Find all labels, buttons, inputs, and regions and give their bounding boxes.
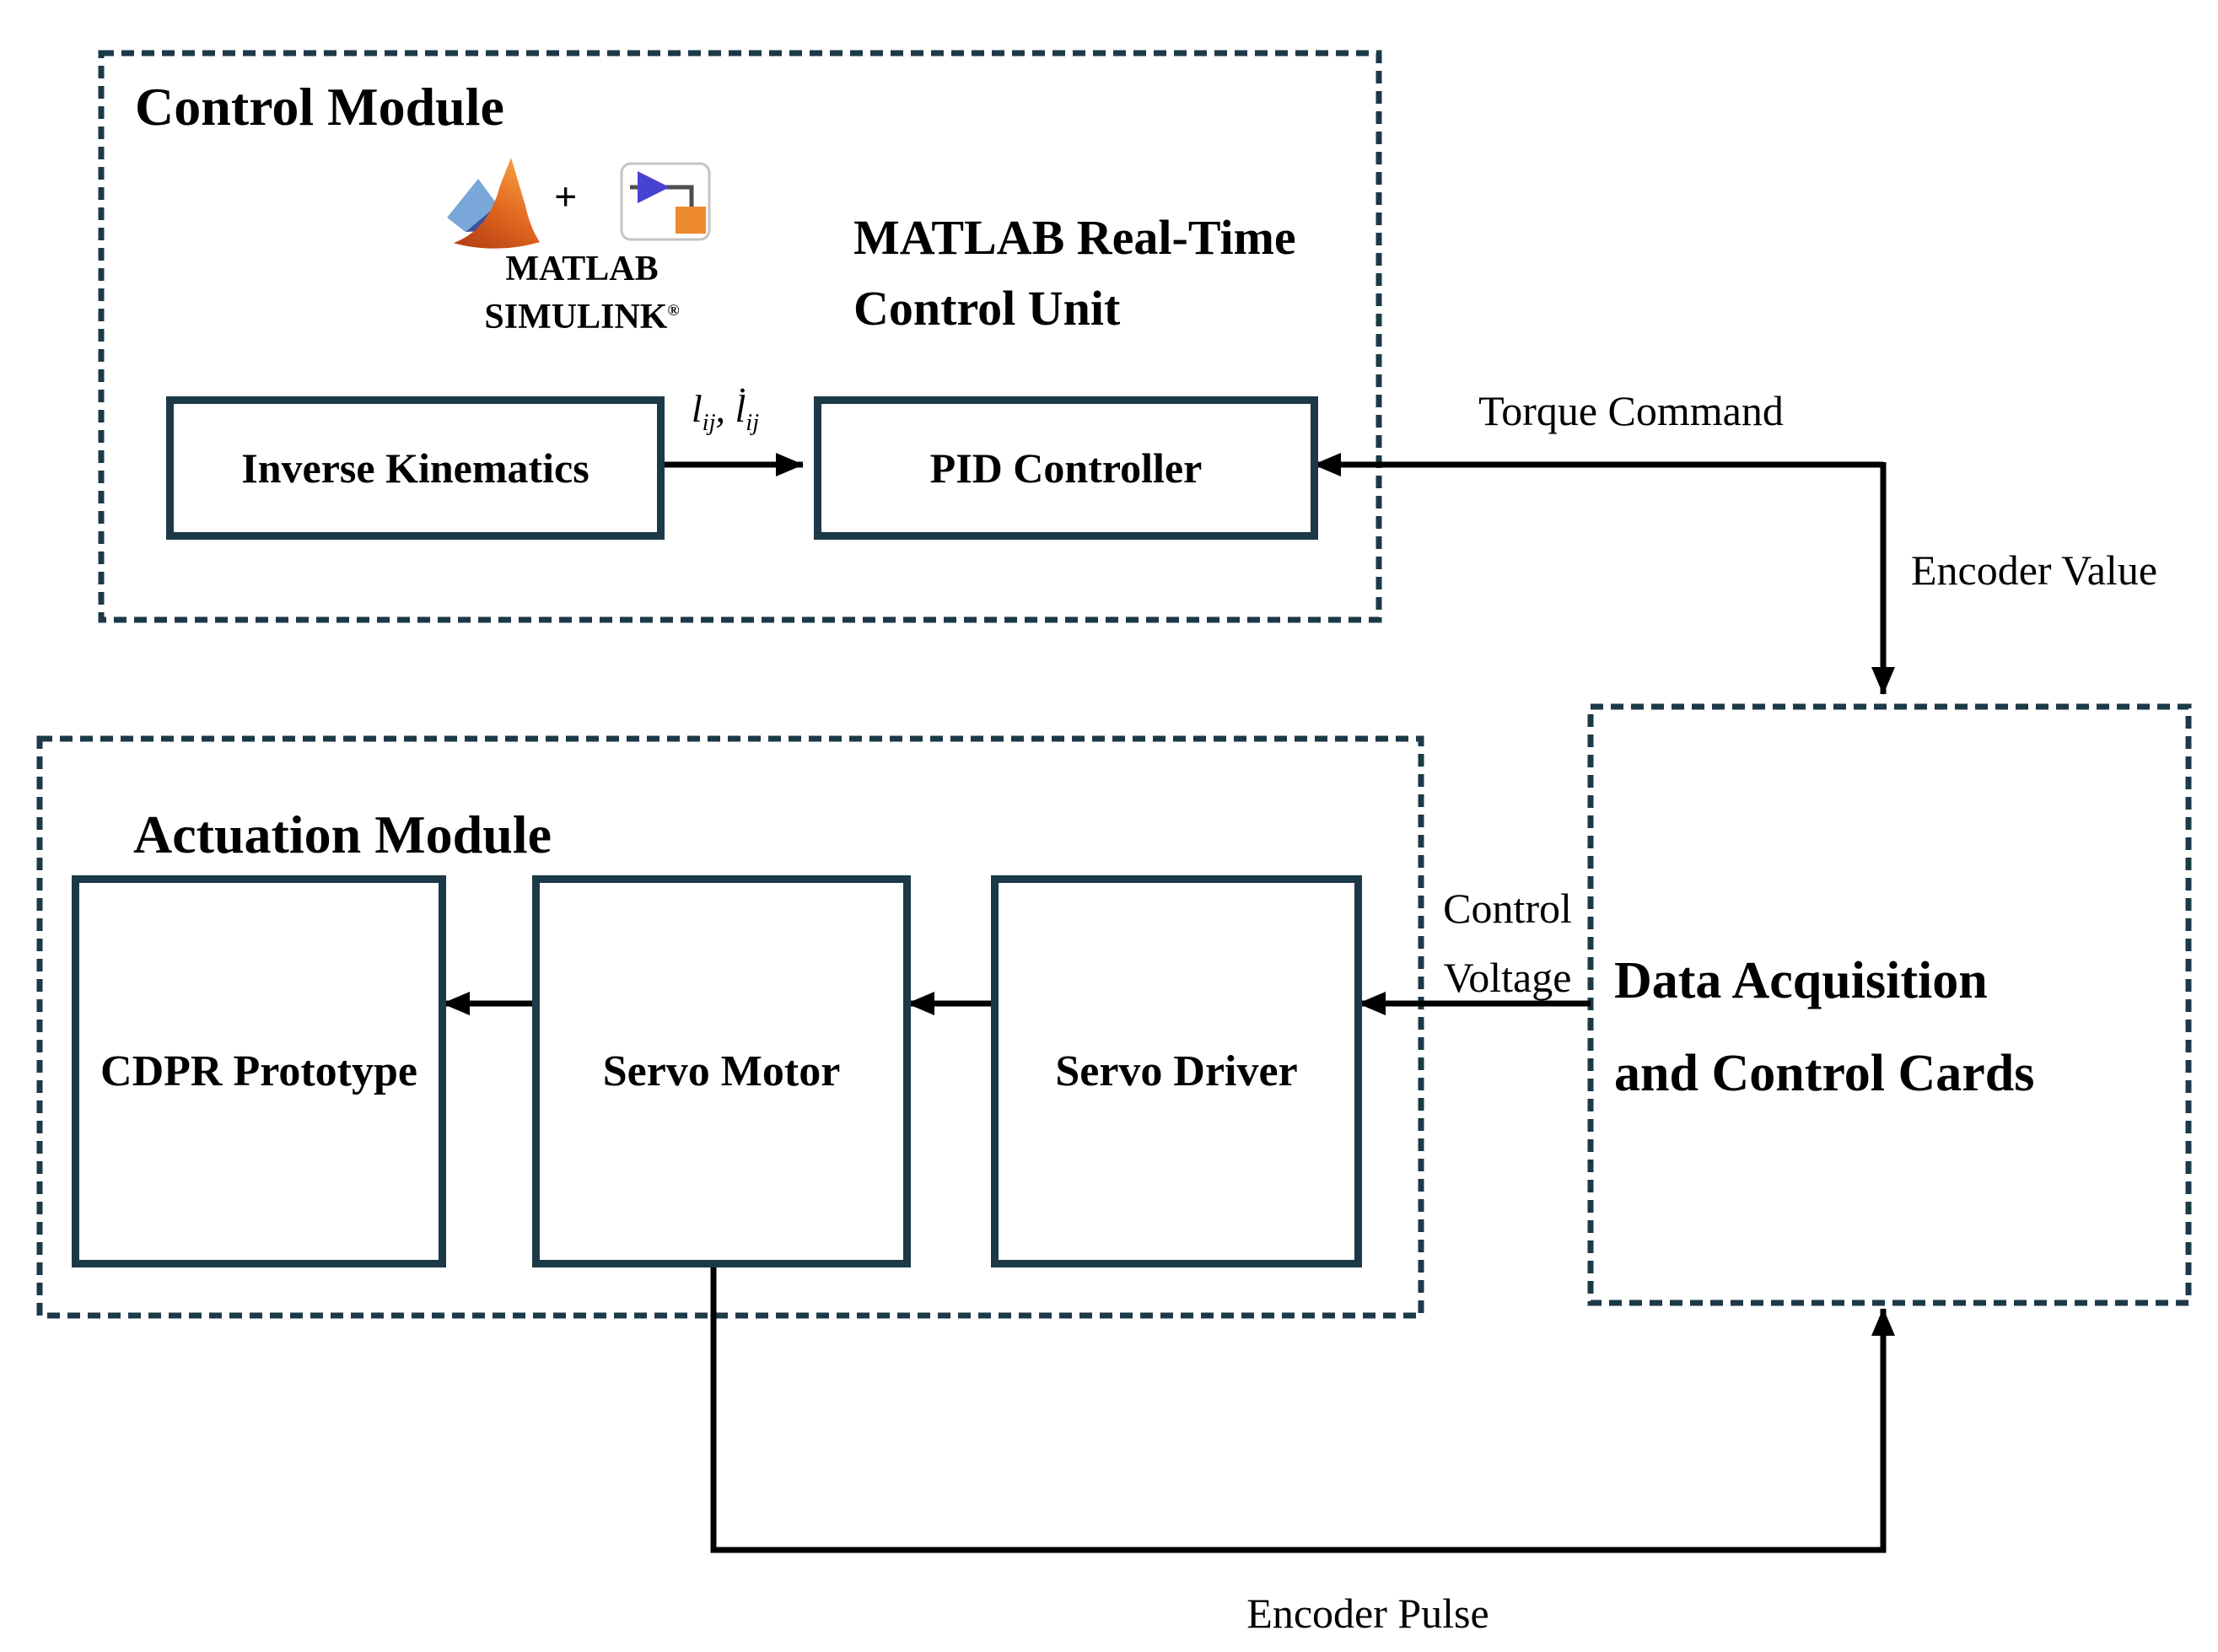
cdpr-prototype-label: CDPR Prototype bbox=[100, 1047, 417, 1095]
actuation-module-title: Actuation Module bbox=[133, 804, 552, 864]
cdpr-prototype-block: CDPR Prototype bbox=[72, 875, 446, 1267]
arrow-encoder-pulse bbox=[710, 1252, 1895, 1553]
matlab-simulink-caption: MATLAB SIMULINK® bbox=[460, 248, 704, 338]
control-module-title: Control Module bbox=[135, 77, 504, 137]
encoder-pulse-label: Encoder Pulse bbox=[1246, 1590, 1489, 1637]
registered-mark: ® bbox=[667, 302, 680, 320]
plus-sign: + bbox=[554, 175, 578, 219]
inverse-kinematics-label: Inverse Kinematics bbox=[241, 444, 589, 492]
torque-command-label: Torque Command bbox=[1478, 387, 1784, 434]
inverse-kinematics-block: Inverse Kinematics bbox=[166, 396, 665, 540]
encoder-value-label: Encoder Value bbox=[1911, 546, 2158, 594]
daq-label: Data Acquisition and Control Cards bbox=[1614, 952, 2035, 1102]
matlab-caption-line2: SIMULINK bbox=[484, 298, 668, 336]
matlab-caption-line1: MATLAB bbox=[505, 250, 659, 288]
matlab-logo-icon bbox=[447, 158, 540, 249]
control-voltage-label: Control Voltage bbox=[1443, 885, 1572, 1001]
rtcu-label: MATLAB Real-Time Control Unit bbox=[853, 210, 1296, 336]
actuation-module-boundary bbox=[36, 735, 1424, 1319]
pid-controller-label: PID Controller bbox=[929, 444, 1203, 492]
cable-length-signal-label: lij, l̇ij bbox=[691, 387, 760, 437]
servo-driver-block: Servo Driver bbox=[991, 875, 1362, 1267]
servo-motor-label: Servo Motor bbox=[602, 1047, 841, 1095]
servo-driver-label: Servo Driver bbox=[1055, 1047, 1298, 1095]
servo-motor-block: Servo Motor bbox=[532, 875, 911, 1267]
control-module-boundary bbox=[98, 50, 1382, 623]
simulink-icon bbox=[620, 162, 711, 241]
pid-controller-block: PID Controller bbox=[814, 396, 1318, 540]
